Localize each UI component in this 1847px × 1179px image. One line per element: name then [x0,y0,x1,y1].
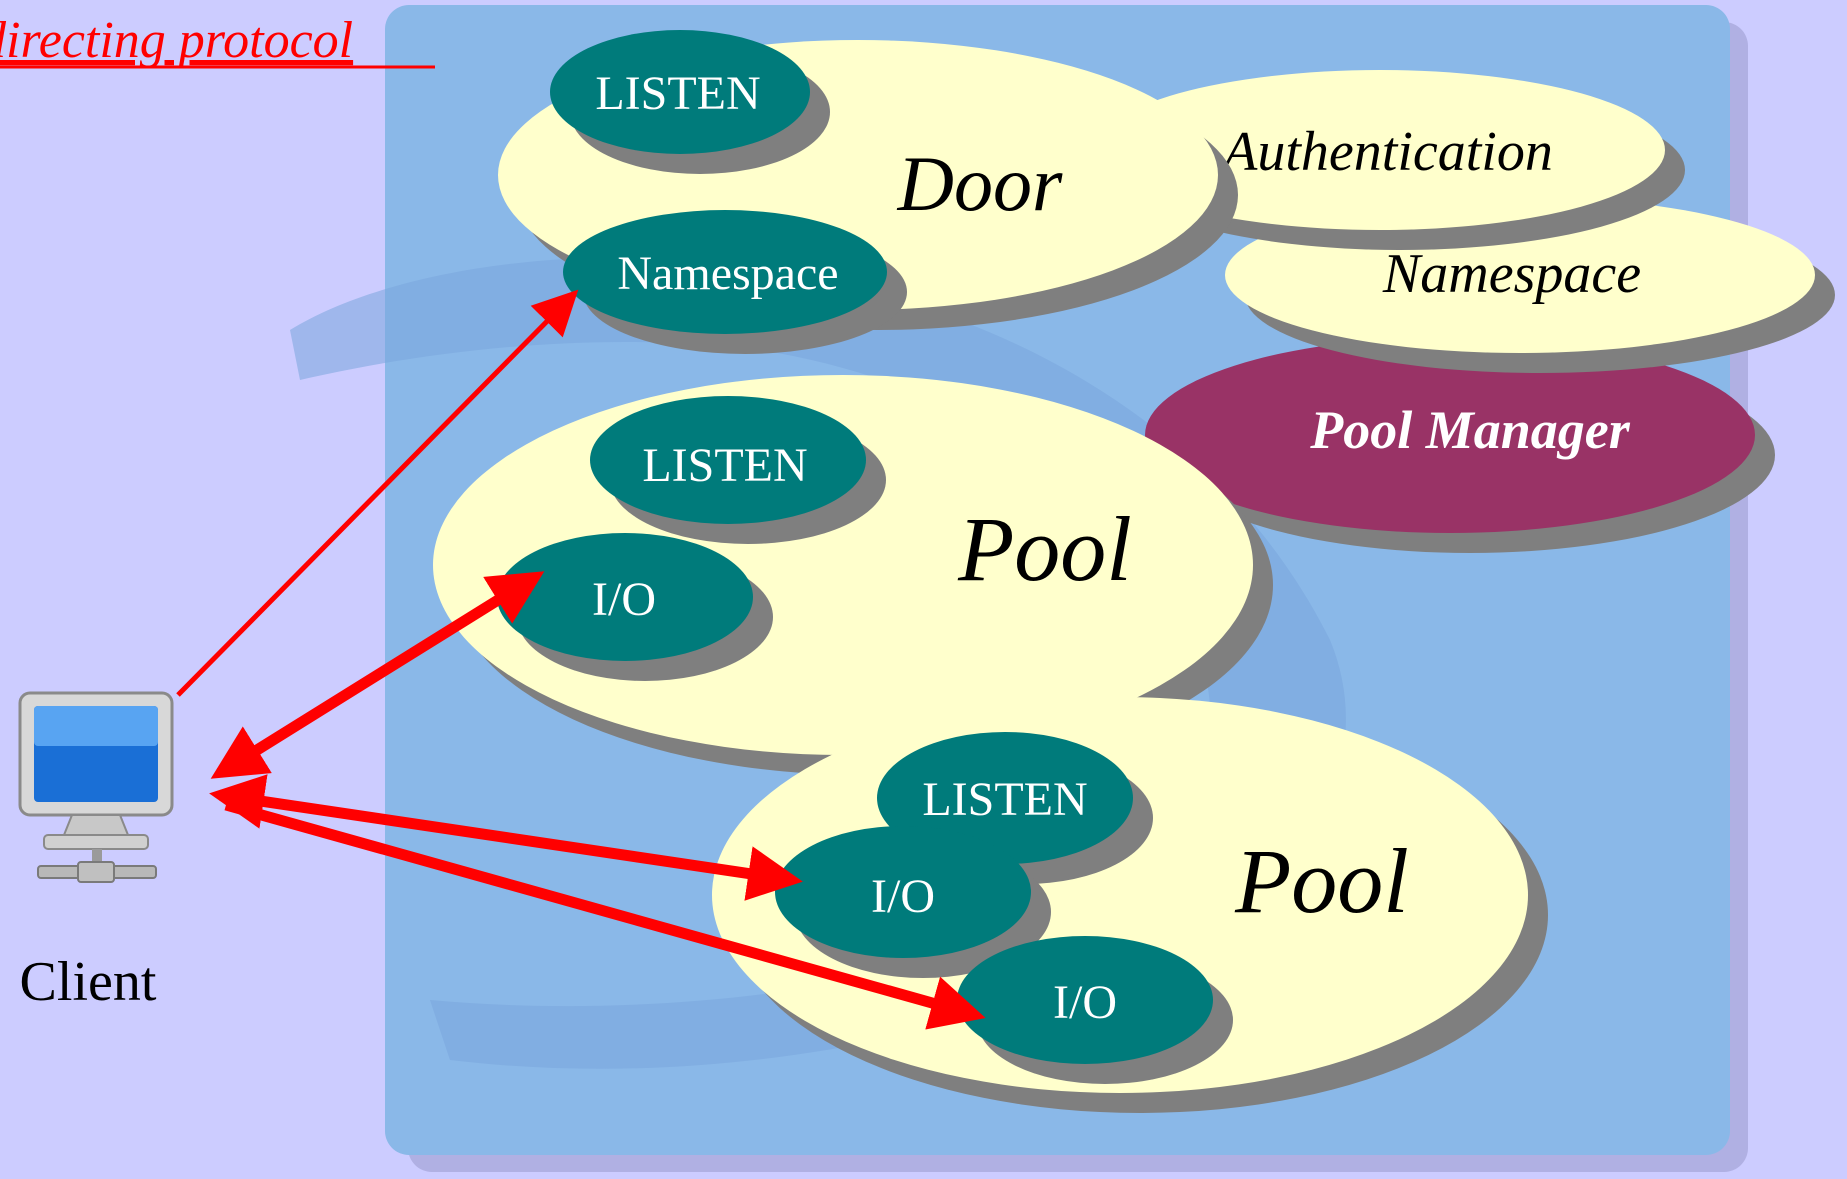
door-listen-label: LISTEN [595,67,760,120]
pool2-listen-label: LISTEN [922,773,1087,826]
door-namespace-node [563,210,887,334]
pool-manager-node [1145,337,1755,533]
door-listen-node [550,30,810,154]
namespace-service-label: Namespace [1382,243,1641,305]
authentication-label: Authentication [1219,121,1553,183]
client-label: Client [20,951,157,1013]
page-title: directing protocol [0,12,353,69]
pool-manager-label: Pool Manager [1309,400,1631,460]
computer-icon [18,691,174,883]
pool2-io-a-node [775,826,1031,958]
door-namespace-label: Namespace [617,247,838,300]
pool1-listen-label: LISTEN [642,439,807,492]
pool2-label: Pool [1234,830,1409,932]
pool1-io-label: I/O [592,573,656,626]
arrow-client-pool1-io [210,571,545,779]
door-label: Door [897,140,1063,227]
pool2-io-a-label: I/O [871,870,935,923]
arrow-client-pool2-io-a [209,774,803,901]
arrow-client-pool2-io-b [224,799,986,1030]
pool1-io-node [497,533,753,661]
pool1-listen-node [590,396,866,524]
pool2-io-b-node [957,936,1213,1064]
pool1-label: Pool [957,498,1132,600]
pool2-io-b-label: I/O [1053,976,1117,1029]
